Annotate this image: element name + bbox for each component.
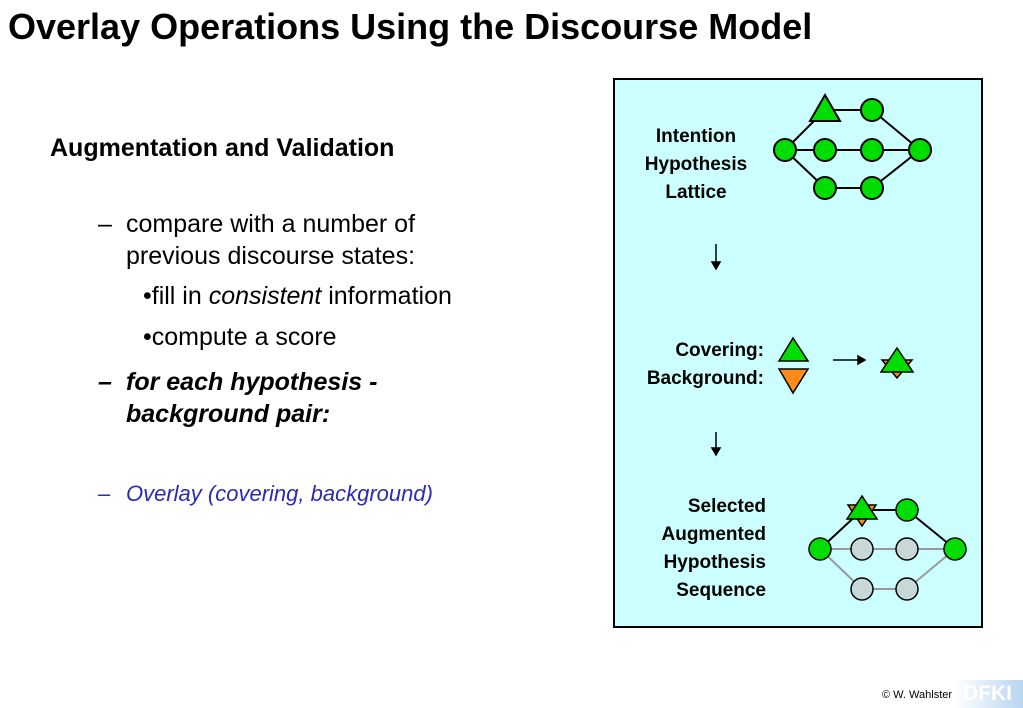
copyright-footer: © W. Wahlster bbox=[882, 689, 953, 701]
bullet-text-line: Overlay (covering, background) bbox=[126, 481, 433, 506]
covering-triangle-icon bbox=[777, 336, 810, 362]
bullet-compare: – compare with a number of previous disc… bbox=[98, 208, 415, 272]
sub-bullet-suffix: information bbox=[321, 282, 452, 310]
sub-bullet-fill-in: •fill in consistent information bbox=[143, 282, 452, 311]
label-line: Selected bbox=[687, 496, 766, 517]
bullet-text-line: for each hypothesis - bbox=[126, 368, 378, 396]
dash-marker: – bbox=[98, 481, 111, 506]
covering-background-label: Covering: Background: bbox=[604, 337, 764, 393]
label-line: Background: bbox=[646, 368, 764, 389]
sub-bullet-score: •compute a score bbox=[143, 323, 337, 351]
selected-sequence-label: Selected Augmented Hypothesis Sequence bbox=[600, 493, 767, 605]
augmented-sequence-graph bbox=[808, 494, 967, 601]
right-arrow-icon bbox=[833, 354, 867, 366]
label-line: Intention bbox=[655, 126, 737, 147]
label-line: Hypothesis bbox=[663, 552, 766, 573]
label-line: Lattice bbox=[665, 182, 727, 203]
label-line: Augmented bbox=[661, 524, 767, 545]
bullet-text-line: background pair: bbox=[126, 400, 331, 428]
bullet-hypothesis-pair: – for each hypothesis - background pair: bbox=[98, 366, 377, 430]
label-line: Hypothesis bbox=[644, 154, 748, 175]
bullet-overlay: – Overlay (covering, background) bbox=[98, 478, 433, 510]
lattice-label: Intention Hypothesis Lattice bbox=[620, 123, 772, 207]
label-line: Sequence bbox=[676, 580, 766, 601]
dash-marker: – bbox=[98, 368, 112, 396]
sub-bullet-prefix: •fill in bbox=[143, 282, 209, 310]
down-arrow-icon bbox=[710, 244, 722, 271]
bullet-text-line: compare with a number of bbox=[126, 210, 416, 238]
hypothesis-lattice bbox=[773, 92, 932, 200]
sub-bullet-emphasis: consistent bbox=[208, 282, 322, 310]
logo-text: DFKI bbox=[963, 682, 1012, 705]
label-line: Covering: bbox=[675, 340, 764, 361]
bullet-text-line: previous discourse states: bbox=[126, 242, 416, 270]
background-triangle-icon bbox=[777, 368, 810, 395]
down-arrow-icon bbox=[710, 432, 722, 457]
covering-background-shapes bbox=[777, 336, 810, 395]
overlay-result-icon bbox=[879, 346, 915, 380]
section-heading: Augmentation and Validation bbox=[50, 134, 395, 162]
dfki-logo: DFKI bbox=[955, 680, 1023, 708]
slide-title: Overlay Operations Using the Discourse M… bbox=[8, 6, 813, 47]
dash-marker: – bbox=[98, 210, 112, 238]
